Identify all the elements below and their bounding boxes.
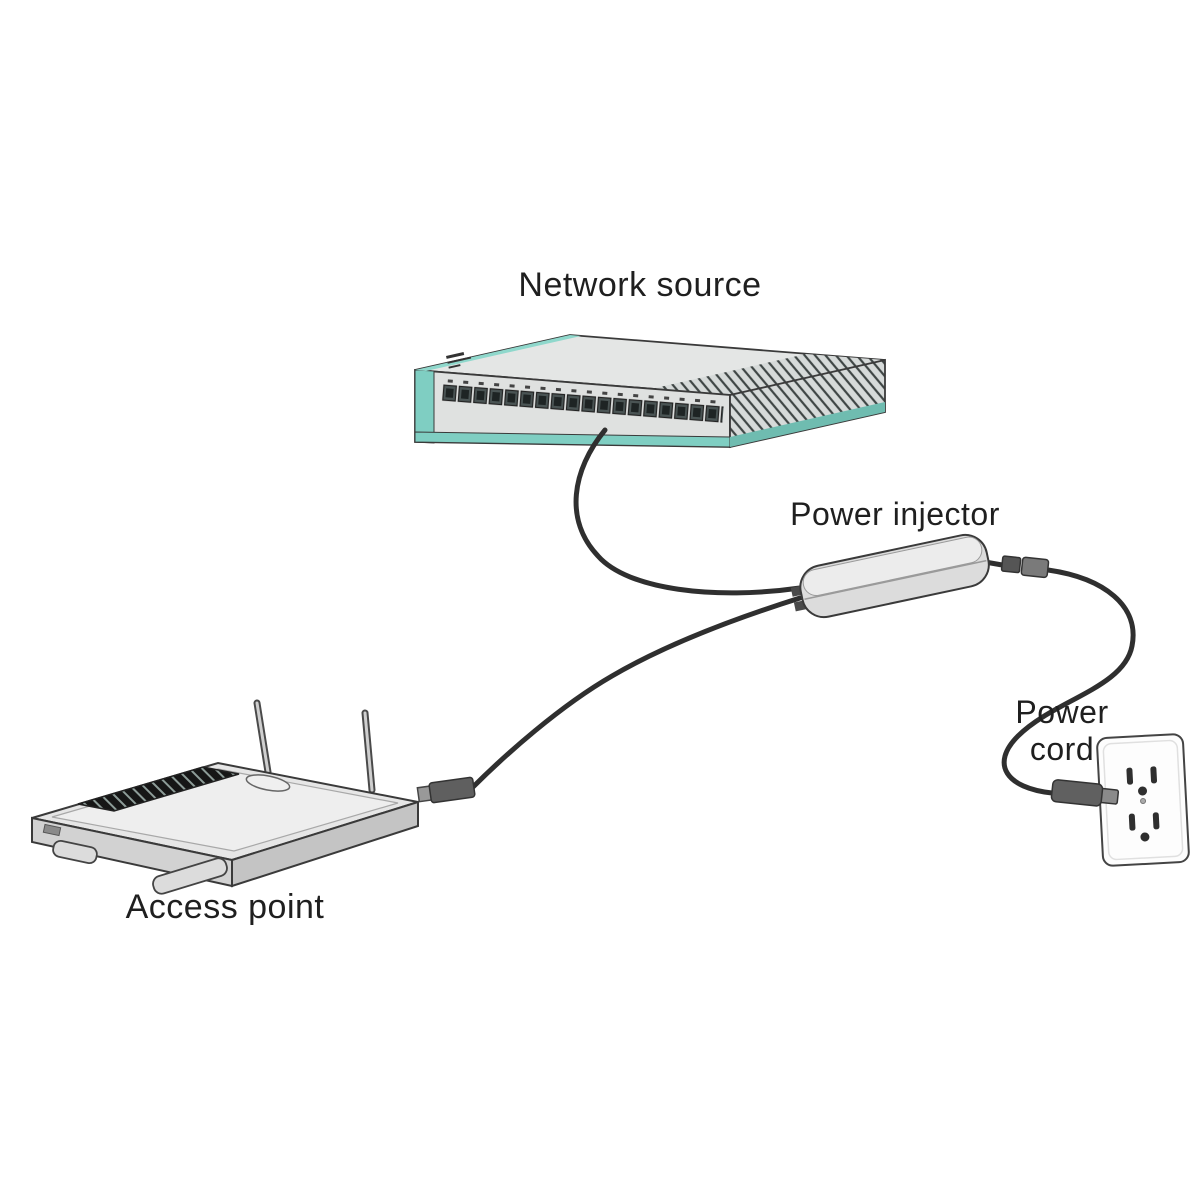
switch-port-row (440, 378, 725, 428)
power-injector-label: Power injector (790, 496, 1000, 532)
power-injector-illustration (790, 533, 990, 619)
power-plug (1050, 779, 1120, 807)
switch-accent-trim-left (414, 369, 435, 444)
ethernet-cable-switch-to-injector (573, 427, 803, 596)
switch-accent-trim-top (415, 335, 581, 371)
access-point-foot-right (152, 857, 228, 895)
access-point-antenna-right (361, 709, 376, 794)
injector-seam (804, 559, 987, 601)
access-point-antenna-left (253, 699, 272, 776)
outlet-upper-receptacle (1126, 766, 1158, 796)
access-point-grille (77, 766, 240, 812)
outlet-lower-receptacle (1128, 812, 1160, 842)
power-plug-body (1050, 779, 1104, 807)
switch-top-vent-panel (651, 354, 885, 395)
access-point-illustration (31, 699, 419, 895)
access-point-label: Access point (125, 888, 325, 926)
power-cord-cable (1001, 567, 1136, 796)
rj45-connector (416, 776, 476, 804)
switch-brand-mark (446, 352, 472, 369)
power-cord-label-line1: Power (1015, 694, 1109, 730)
access-point-led-slot (245, 774, 291, 792)
coupler-connector (1000, 555, 1050, 579)
access-point-foot-left (52, 840, 98, 864)
outlet-screw (1140, 797, 1147, 804)
access-point-front-port-mark (42, 823, 62, 837)
injector-top-face (802, 536, 983, 596)
coupler-left-half (1000, 555, 1022, 574)
access-point-front-right-face (231, 800, 419, 888)
coupler-right-half (1020, 556, 1050, 579)
network-switch-illustration (414, 334, 886, 449)
switch-accent-trim-side-bottom (730, 402, 885, 447)
rj45-body (428, 776, 476, 804)
network-source-label: Network source (518, 266, 762, 304)
ethernet-cable-injector-to-access-point (469, 595, 803, 791)
power-cord-label-line2: cord (1029, 730, 1095, 767)
power-cord-label: Power cord (987, 694, 1137, 768)
